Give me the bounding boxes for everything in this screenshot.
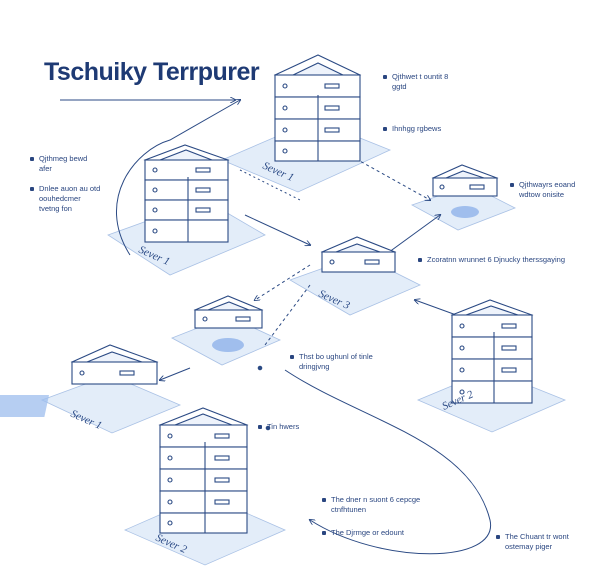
connections: [60, 100, 491, 555]
server-mid-left: [193, 295, 264, 329]
link-top-down: [239, 169, 301, 201]
note-middle-low: Tin hwers: [258, 422, 299, 432]
note-top-right-2: Ihnhgg rgbews: [383, 124, 441, 134]
link-midleft-lower: [160, 367, 191, 380]
arc-bottom: [284, 369, 491, 555]
note-bottom-right: The Chuant tr wont ostemay piger: [496, 532, 569, 552]
server-right-small: [431, 164, 499, 197]
server-bottom-tower: [158, 407, 249, 534]
link-left-center: [244, 214, 310, 245]
platform-glow-1: [451, 206, 479, 218]
dot-1: [257, 365, 263, 371]
server-right-tower: [450, 299, 534, 404]
server-left-tower: [143, 144, 230, 243]
link-center-midleft: [255, 264, 311, 300]
note-top-right: Qjthwet t ountit 8 ggtd: [383, 72, 448, 92]
diagram-title: Tschuiky Terrpurer: [44, 58, 260, 86]
note-bottom-1: The dner n suont 6 cepcge ctnfhtunen: [322, 495, 420, 515]
note-center-right: Zcoratnn wrunnet 6 Djnucky therssgaying: [418, 255, 565, 265]
server-lower-left: [70, 344, 159, 385]
link-center-right: [384, 215, 440, 256]
platform-glow-2: [212, 338, 244, 352]
note-right-small: Qjthwayrs eoand wdtow onisite: [510, 180, 575, 200]
note-left-2: Dnlee auon au otd oouhedcmer tvetng fon: [30, 184, 100, 214]
link-top-center: [339, 149, 430, 200]
note-bottom-2: The Djrmge or edount: [322, 528, 404, 538]
arc-top-left: [116, 100, 240, 256]
link-center-lower: [264, 284, 311, 346]
dot-2: [265, 425, 271, 431]
platform-glow-3: [0, 395, 50, 417]
note-middle: Thst bo ughunl of tinle dringjvng: [290, 352, 373, 372]
server-center: [320, 236, 397, 273]
note-left-1: Qjthmeg bewd afer: [30, 154, 87, 174]
server-top: [273, 54, 362, 162]
